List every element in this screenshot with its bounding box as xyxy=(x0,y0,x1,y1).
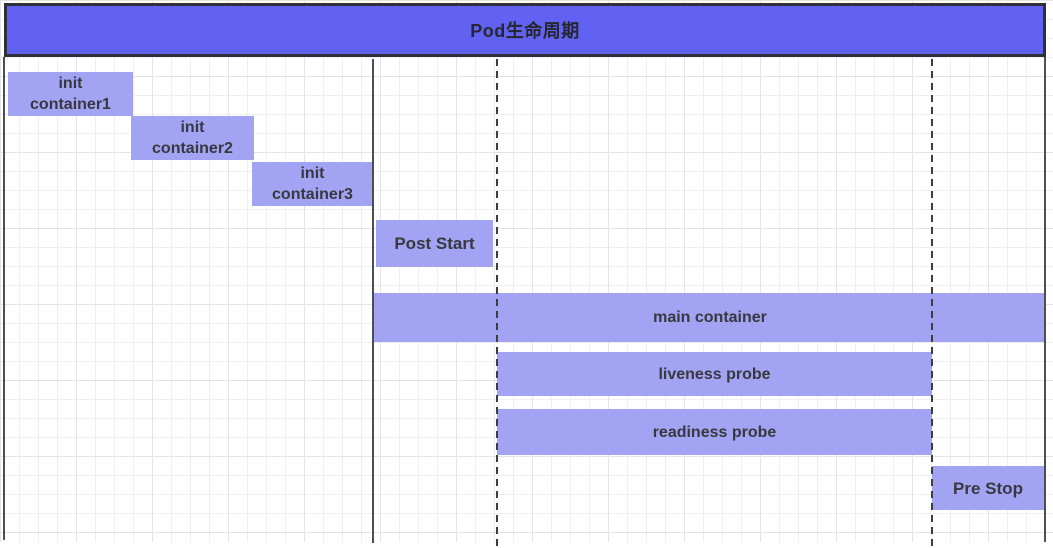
container-start-dashed-line xyxy=(496,59,498,546)
left-border-line xyxy=(3,57,5,540)
bar-main-container: main container xyxy=(374,293,1046,342)
bar-init-container1: init container1 xyxy=(8,72,133,116)
bar-pre-stop: Pre Stop xyxy=(932,466,1044,510)
diagram-title-bar: Pod生命周期 xyxy=(4,3,1046,57)
init-end-separator-line xyxy=(372,59,374,543)
bar-init-container3: init container3 xyxy=(252,162,373,206)
right-border-line xyxy=(1044,57,1046,542)
bar-init-container2: init container2 xyxy=(131,116,254,160)
bar-readiness-probe: readiness probe xyxy=(497,409,932,455)
container-stop-dashed-line xyxy=(931,59,933,546)
diagram-title: Pod生命周期 xyxy=(470,21,580,41)
bar-liveness-probe: liveness probe xyxy=(497,352,932,396)
bar-post-start: Post Start xyxy=(376,220,493,267)
